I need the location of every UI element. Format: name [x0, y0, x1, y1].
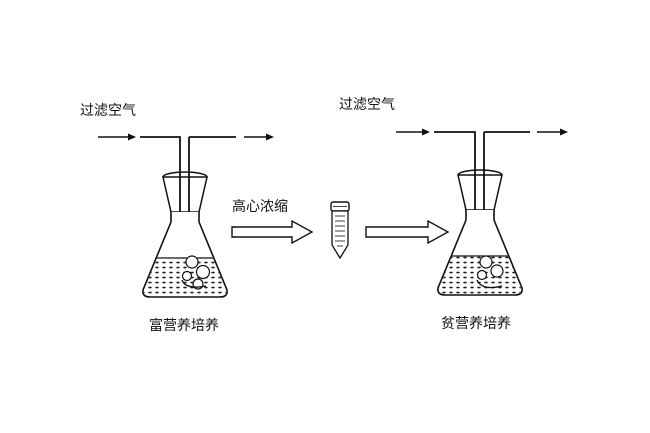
centrifuge-concentrate-label: 高心浓缩 — [232, 199, 288, 215]
filtered-air-label-right: 过滤空气 — [339, 97, 395, 113]
centrifuge-tube-icon — [330, 201, 350, 260]
poor-culture-flask-icon — [396, 128, 568, 296]
hollow-arrow-icon — [365, 219, 450, 245]
hollow-arrow-icon — [231, 219, 314, 245]
rich-culture-label: 富营养培养 — [149, 318, 219, 334]
filtered-air-label-left: 过滤空气 — [80, 103, 136, 119]
poor-culture-label: 贫营养培养 — [441, 316, 511, 332]
rich-culture-flask-icon — [98, 133, 274, 298]
